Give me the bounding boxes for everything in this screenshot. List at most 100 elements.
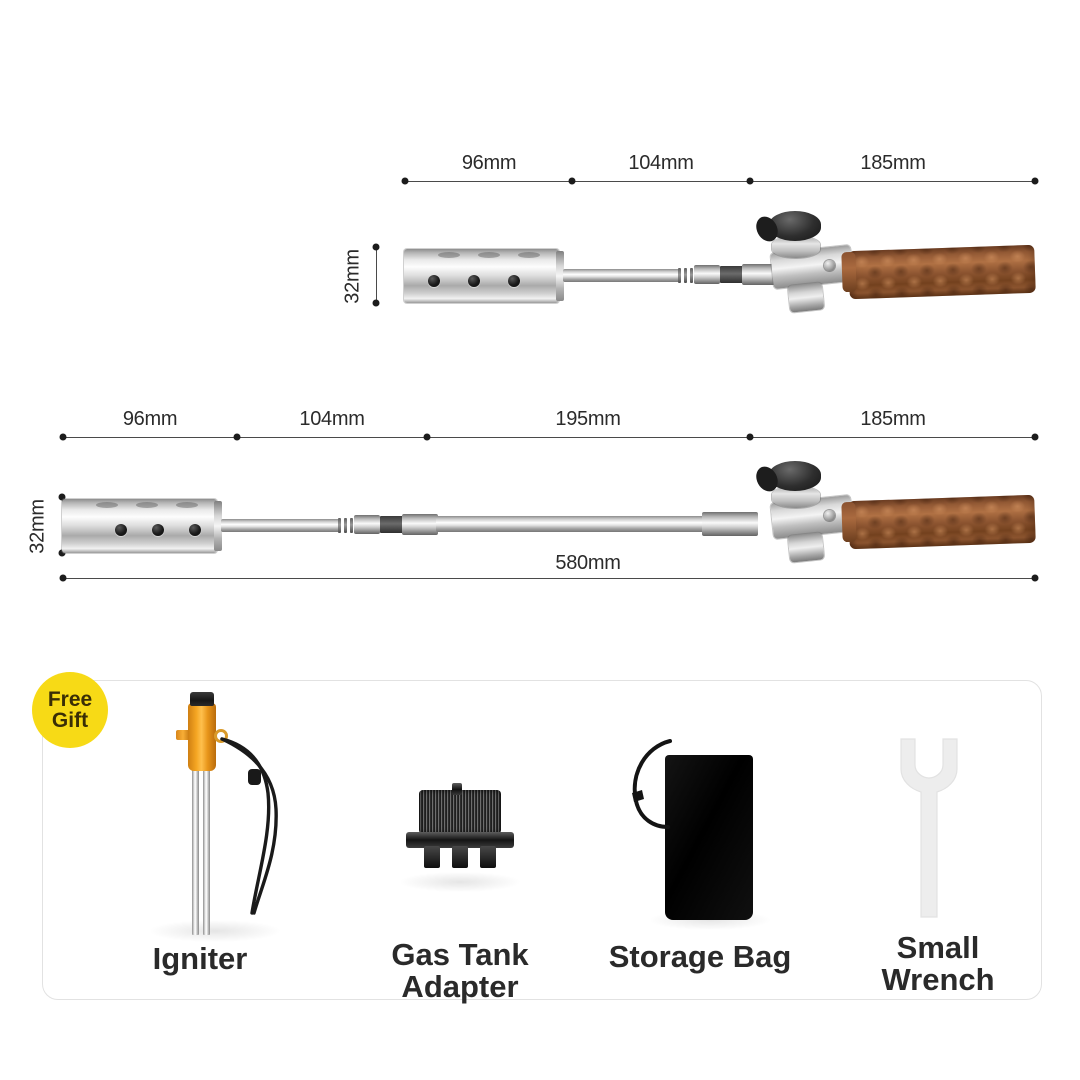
bottom-segment-label-3: 195mm (555, 408, 621, 430)
adapter-foot-2 (452, 846, 468, 868)
gift-label-igniter-line1: Igniter (152, 941, 248, 976)
top-height-tick-top (372, 243, 380, 251)
free-gift-badge-line2: Gift (51, 709, 89, 732)
burner-hole-2 (468, 275, 480, 287)
free-gift-badge: Free Gift (32, 672, 108, 748)
gas-fitting-top (769, 211, 821, 241)
gift-label-wrench-line1: Small (896, 930, 980, 965)
burner-hole-3-ext (189, 524, 201, 536)
top-tick-2 (746, 177, 754, 185)
gift-label-igniter: Igniter (153, 943, 248, 975)
telescope-ring-3-ext (350, 518, 353, 533)
telescope-joint-ext (354, 515, 380, 534)
bottom-segment-label-2: 104mm (299, 408, 365, 430)
burner-end-cap (556, 251, 564, 301)
igniter-rod-2 (203, 760, 210, 935)
bottom-tick-1 (233, 433, 241, 441)
igniter-lanyard (220, 737, 278, 915)
telescope-collar-ext (402, 514, 438, 535)
gift-label-wrench-line2: Wrench (881, 961, 995, 997)
wooden-handle-ext (848, 494, 1036, 550)
telescope-ring-2-ext (344, 518, 347, 533)
telescope-dark-band (720, 266, 744, 283)
storage-bag-drawstring (632, 739, 672, 829)
total-dimension-line (62, 578, 1036, 579)
adapter-flange (406, 832, 514, 848)
telescope-dark-band-ext (380, 516, 404, 533)
igniter-cap (190, 692, 214, 706)
telescope-joint (694, 265, 720, 284)
gift-label-storage-bag: Storage Bag (609, 941, 792, 973)
burner-hole-top-1 (438, 252, 460, 258)
telescope-section-2 (436, 516, 708, 532)
gift-label-bag-line1: Storage Bag (608, 939, 792, 974)
gas-fitting-ring-ext (772, 486, 820, 508)
telescope-section-1 (221, 519, 341, 532)
telescope-tube-inner (563, 269, 681, 282)
total-length-label: 580mm (555, 552, 621, 574)
bottom-segment-label-4: 185mm (860, 408, 926, 430)
igniter-rod-1 (192, 760, 199, 935)
top-height-line (376, 247, 377, 303)
gas-fitting-top-ext (769, 461, 821, 491)
bottom-tick-3 (746, 433, 754, 441)
small-wrench-icon (900, 738, 958, 918)
bottom-tick-end (1031, 433, 1039, 441)
telescope-ring-1 (678, 268, 681, 283)
telescope-collar-2-ext (702, 512, 758, 536)
top-tick-end (1031, 177, 1039, 185)
burner-hole-top-2-ext (136, 502, 158, 508)
handle-ferrule (841, 251, 857, 293)
burner-hole-top-3-ext (176, 502, 198, 508)
storage-bag-body (665, 755, 753, 920)
gas-fitting-ring (772, 236, 820, 258)
adapter-knurled-body (419, 790, 501, 834)
gift-label-adapter-line2: Adapter (401, 968, 519, 1004)
burner-hole-2-ext (152, 524, 164, 536)
burner-hole-1 (428, 275, 440, 287)
gift-label-gas-tank-adapter: Gas Tank Adapter (391, 939, 528, 1002)
burner-hole-1-ext (115, 524, 127, 536)
burner-hole-top-1-ext (96, 502, 118, 508)
adapter-foot-3 (480, 846, 496, 868)
handle-texture (848, 244, 1036, 300)
top-tick-start (401, 177, 409, 185)
free-gift-badge-line1: Free (47, 687, 93, 711)
igniter-wing (176, 730, 190, 740)
adapter-top-nub (452, 783, 462, 795)
burner-hole-top-2 (478, 252, 500, 258)
top-height-label: 32mm (341, 249, 364, 304)
top-segment-label-1: 96mm (461, 152, 517, 174)
telescope-ring-1-ext (338, 518, 341, 533)
top-tick-1 (568, 177, 576, 185)
telescope-collar (742, 264, 778, 285)
top-segment-label-3: 185mm (860, 152, 926, 174)
valve-screw (824, 260, 835, 271)
burner-hole-3 (508, 275, 520, 287)
igniter-shadow (150, 920, 280, 942)
gift-label-adapter-line1: Gas Tank (391, 937, 529, 972)
igniter-lanyard-ring (214, 729, 228, 743)
top-dimension-line (404, 181, 1036, 182)
top-segment-label-2: 104mm (628, 152, 694, 174)
adapter-foot-1 (424, 846, 440, 868)
total-tick-start (59, 574, 67, 582)
bottom-tick-2 (423, 433, 431, 441)
bottom-height-label: 32mm (26, 499, 49, 554)
telescope-ring-3 (690, 268, 693, 283)
burner-hole-top-3 (518, 252, 540, 258)
gift-label-small-wrench: Small Wrench (881, 932, 994, 995)
valve-screw-ext (824, 510, 835, 521)
valve-knob (787, 282, 825, 313)
handle-ferrule-ext (841, 501, 857, 543)
handle-texture-ext (848, 494, 1036, 550)
adapter-shadow (400, 872, 520, 892)
total-tick-end (1031, 574, 1039, 582)
burner-end-cap-ext (214, 501, 222, 551)
valve-knob-ext (787, 532, 825, 563)
bottom-height-tick-bottom (58, 549, 66, 557)
bottom-tick-start (59, 433, 67, 441)
top-height-tick-bottom (372, 299, 380, 307)
wooden-handle (848, 244, 1036, 300)
